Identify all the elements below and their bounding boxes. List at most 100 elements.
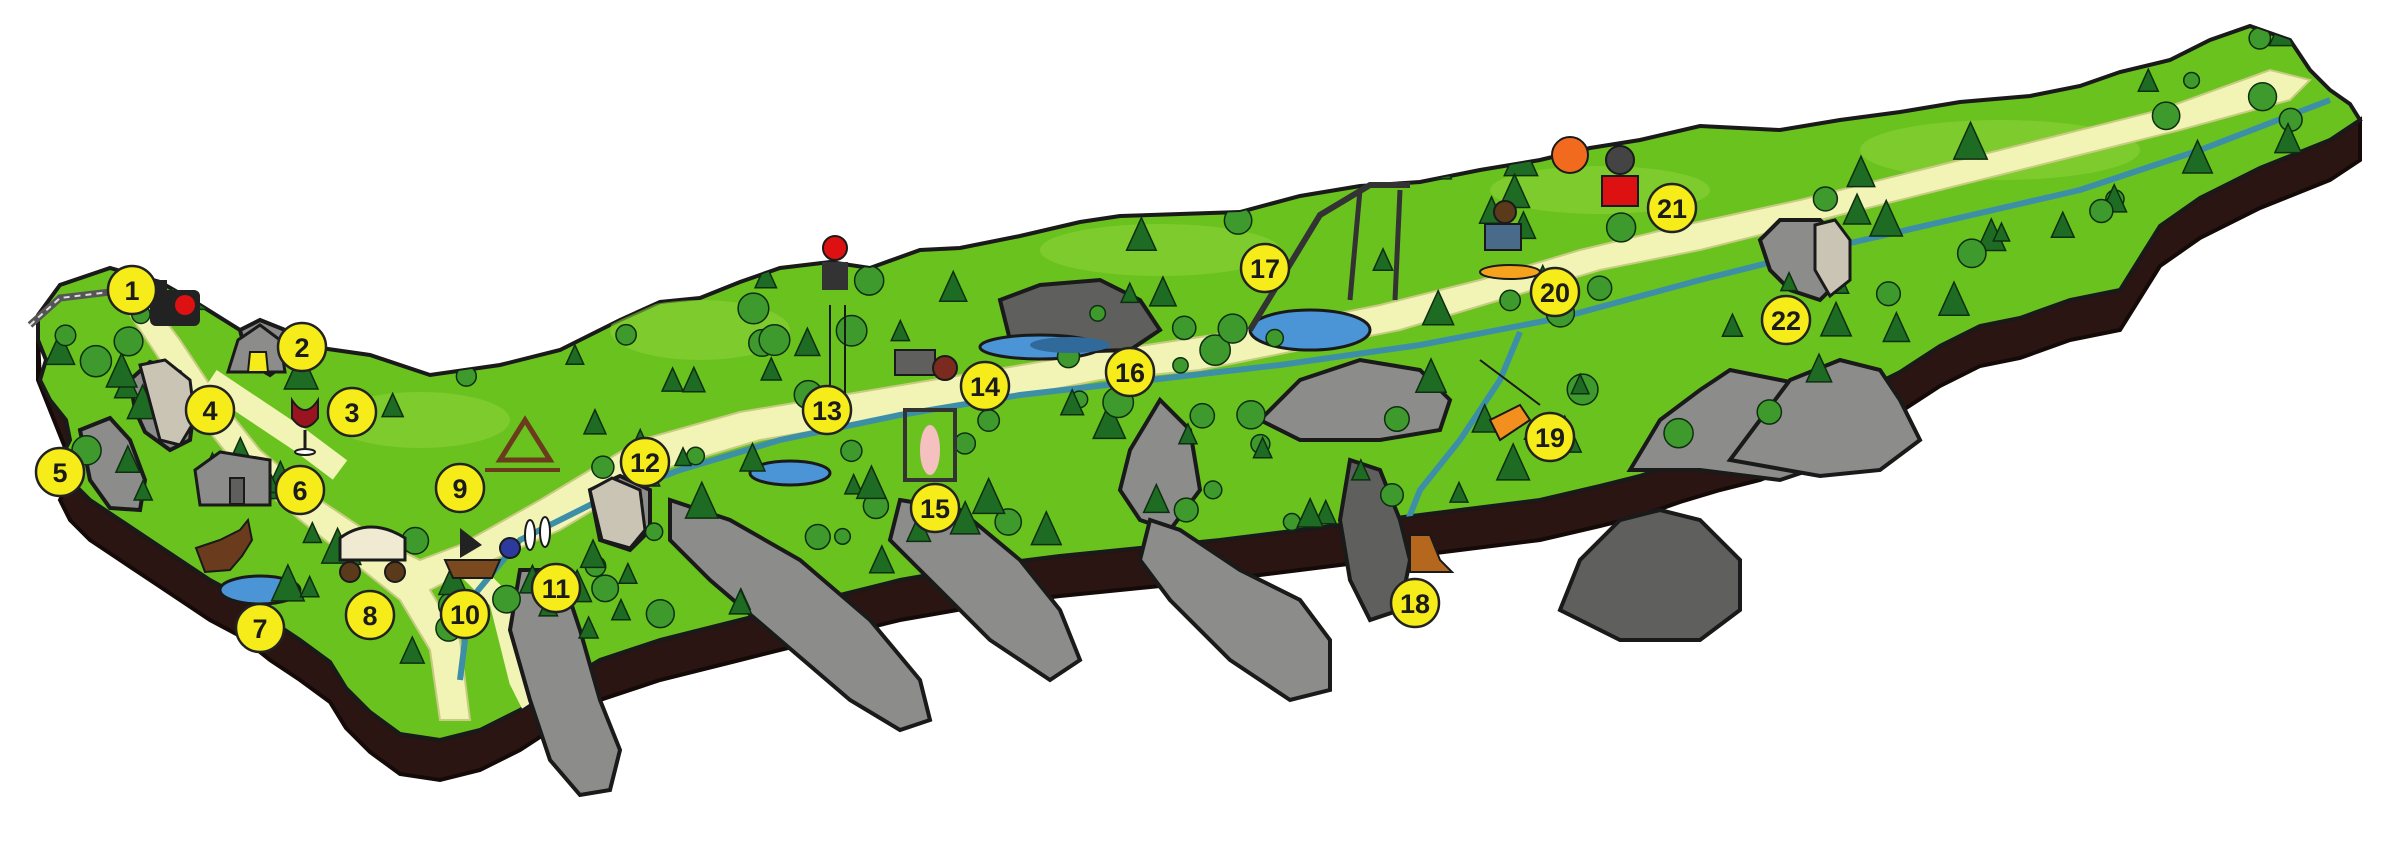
marker-20[interactable]: 20 bbox=[1529, 266, 1581, 318]
leaf-tree bbox=[492, 584, 521, 614]
attractions bbox=[138, 136, 1852, 583]
pine-tree bbox=[105, 351, 139, 388]
pine-tree bbox=[681, 365, 707, 393]
pine-tree bbox=[2181, 138, 2214, 174]
pine-tree bbox=[1252, 435, 1273, 459]
marker-14[interactable]: 14 bbox=[959, 360, 1011, 412]
pine-tree bbox=[302, 520, 323, 544]
pine-tree bbox=[2050, 210, 2076, 239]
pine-tree bbox=[1495, 442, 1531, 481]
marker-label: 8 bbox=[362, 601, 377, 631]
leaf-tree bbox=[1203, 480, 1223, 500]
pine-tree bbox=[44, 330, 76, 366]
marker-9[interactable]: 9 bbox=[434, 462, 486, 514]
marker-label: 12 bbox=[630, 448, 660, 478]
marker-label: 11 bbox=[542, 574, 571, 604]
marker-circle bbox=[434, 462, 486, 514]
pine-tree bbox=[890, 318, 911, 342]
marker-3[interactable]: 3 bbox=[326, 386, 378, 438]
pine-tree bbox=[579, 538, 607, 569]
marker-17[interactable]: 17 bbox=[1239, 242, 1291, 294]
marker-2[interactable]: 2 bbox=[276, 321, 328, 373]
pine-tree bbox=[1350, 458, 1372, 481]
marker-22[interactable]: 22 bbox=[1760, 294, 1812, 346]
pine-tree bbox=[564, 343, 585, 366]
pine-tree bbox=[1142, 482, 1171, 514]
pine-tree bbox=[577, 615, 600, 639]
pine-tree bbox=[1952, 120, 1989, 160]
leaf-tree bbox=[2278, 107, 2303, 132]
leaf-tree bbox=[1379, 482, 1405, 507]
pine-tree bbox=[660, 366, 685, 392]
pine-tree bbox=[753, 262, 778, 289]
leaf-tree bbox=[1756, 399, 1783, 425]
marker-circle bbox=[801, 384, 853, 436]
leaf-tree bbox=[644, 522, 664, 542]
marker-15[interactable]: 15 bbox=[909, 482, 961, 534]
marker-19[interactable]: 19 bbox=[1524, 411, 1576, 463]
pine-tree bbox=[728, 587, 753, 615]
marker-label: 13 bbox=[812, 396, 842, 426]
marker-label: 14 bbox=[970, 372, 1000, 402]
leaf-tree bbox=[1189, 402, 1216, 429]
leaf-tree bbox=[2182, 71, 2201, 89]
pine-tree bbox=[2137, 67, 2160, 92]
leaf-tree bbox=[1172, 356, 1189, 374]
marker-18[interactable]: 18 bbox=[1389, 577, 1441, 629]
pine-tree bbox=[1846, 154, 1876, 188]
pine-tree bbox=[1570, 372, 1591, 395]
leaf-tree bbox=[1282, 512, 1302, 532]
mine-tunnel-icon bbox=[225, 323, 287, 374]
pine-tree bbox=[1819, 300, 1853, 337]
covered-wagon-icon bbox=[338, 525, 407, 583]
marker-circle bbox=[1239, 242, 1291, 294]
leaf-tree bbox=[994, 508, 1023, 536]
leaf-tree bbox=[1236, 399, 1266, 430]
leaf-tree bbox=[840, 439, 863, 463]
marker-5[interactable]: 5 bbox=[34, 446, 86, 498]
leaf-tree bbox=[1499, 289, 1522, 312]
pine-tree bbox=[617, 561, 639, 585]
pine-tree bbox=[1059, 387, 1085, 416]
marker-circle bbox=[1104, 346, 1156, 398]
marker-7[interactable]: 7 bbox=[234, 602, 286, 654]
leaf-tree bbox=[645, 599, 675, 629]
marker-6[interactable]: 6 bbox=[274, 464, 326, 516]
pine-tree bbox=[1125, 215, 1158, 252]
cave-lake-icon bbox=[1030, 337, 1110, 353]
marker-16[interactable]: 16 bbox=[1104, 346, 1156, 398]
marker-1[interactable]: 1 bbox=[106, 264, 158, 316]
marker-13[interactable]: 13 bbox=[801, 384, 853, 436]
leaf-tree bbox=[853, 265, 885, 296]
marker-circle bbox=[909, 482, 961, 534]
leaf-tree bbox=[2151, 101, 2181, 131]
pine-tree bbox=[1177, 422, 1199, 445]
marker-10[interactable]: 10 bbox=[439, 588, 491, 640]
leaf-tree bbox=[1199, 334, 1232, 367]
marker-label: 21 bbox=[1657, 194, 1687, 224]
ropes-tower-icon bbox=[485, 415, 560, 472]
leaf-tree bbox=[1173, 497, 1199, 523]
marker-label: 6 bbox=[292, 476, 307, 506]
pine-tree bbox=[1992, 221, 2011, 242]
pine-tree bbox=[855, 464, 888, 500]
pine-tree bbox=[1842, 192, 1872, 225]
marker-4[interactable]: 4 bbox=[184, 384, 236, 436]
marker-21[interactable]: 21 bbox=[1646, 182, 1698, 234]
bowling-pins-icon bbox=[499, 516, 551, 559]
marker-circle bbox=[234, 602, 286, 654]
pine-tree bbox=[1937, 280, 1971, 316]
leaf-tree bbox=[113, 326, 144, 357]
marker-label: 10 bbox=[450, 600, 480, 630]
pine-tree bbox=[1148, 275, 1178, 307]
marker-11[interactable]: 11 bbox=[530, 562, 582, 614]
marker-8[interactable]: 8 bbox=[344, 589, 396, 641]
pine-tree bbox=[738, 441, 767, 472]
pine-tree bbox=[971, 476, 1006, 515]
pine-tree bbox=[1882, 310, 1911, 343]
marker-12[interactable]: 12 bbox=[619, 436, 671, 488]
leaf-tree bbox=[1586, 275, 1613, 301]
leaf-tree bbox=[1383, 405, 1410, 433]
pine-tree bbox=[1779, 270, 1799, 292]
